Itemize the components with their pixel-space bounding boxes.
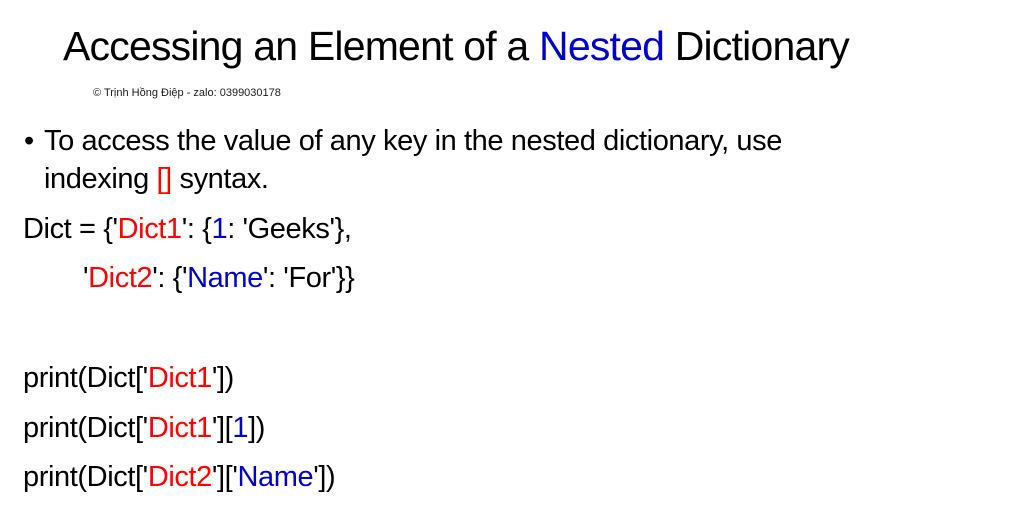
copyright-notice: © Trịnh Hồng Điệp - zalo: 0399030178	[93, 87, 281, 99]
bullet-text: To access the value of any key in the ne…	[44, 122, 924, 198]
bullet-dot-icon: •	[24, 125, 34, 157]
code-segment: Dict = {'	[23, 213, 118, 245]
code-key-dict2: Dict2	[88, 262, 153, 294]
slide-title: Accessing an Element of a Nested Diction…	[63, 18, 850, 74]
title-text-after: Dictionary	[664, 23, 850, 69]
code-segment: ']['	[211, 461, 238, 493]
bullet-line-1: To access the value of any key in the ne…	[44, 125, 782, 157]
bullet-line-2-before: indexing	[44, 163, 157, 195]
code-segment: ': 'For'}}	[262, 262, 355, 294]
code-key-dict1: Dict1	[147, 412, 212, 444]
code-line-print-2: print(Dict['Dict1'][1])	[23, 408, 265, 448]
code-segment: '])	[211, 362, 234, 394]
code-segment: ': {	[181, 213, 212, 245]
title-text-before: Accessing an Element of a	[63, 23, 540, 69]
code-key-dict1: Dict1	[117, 213, 182, 245]
code-segment: print(Dict['	[23, 362, 148, 394]
bullet-line-2: indexing [] syntax.	[44, 160, 924, 198]
code-segment: ': {'	[152, 262, 188, 294]
code-key-dict1: Dict1	[147, 362, 212, 394]
code-line-print-1: print(Dict['Dict1'])	[23, 358, 234, 398]
code-segment: print(Dict['	[23, 412, 148, 444]
code-segment: : 'Geeks'},	[227, 213, 352, 245]
code-line-dict-definition-2: 'Dict2': {'Name': 'For'}}	[83, 258, 355, 298]
code-segment: print(Dict['	[23, 461, 148, 493]
code-line-dict-definition-1: Dict = {'Dict1': {1: 'Geeks'},	[23, 209, 352, 249]
code-segment: '])	[313, 461, 336, 493]
bullet-brackets-highlight: []	[156, 163, 173, 195]
code-segment: ])	[248, 412, 265, 444]
bullet-line-2-after: syntax.	[171, 163, 269, 195]
code-key-1: 1	[211, 213, 228, 245]
title-highlight-nested: Nested	[539, 23, 665, 69]
bullet-point: • To access the value of any key in the …	[24, 122, 924, 198]
code-segment: '][	[211, 412, 233, 444]
code-key-name: Name	[237, 461, 314, 493]
code-key-dict2: Dict2	[147, 461, 212, 493]
code-segment: '	[83, 262, 89, 294]
code-line-print-3: print(Dict['Dict2']['Name'])	[23, 457, 336, 497]
code-key-1: 1	[232, 412, 249, 444]
code-key-name: Name	[187, 262, 263, 294]
